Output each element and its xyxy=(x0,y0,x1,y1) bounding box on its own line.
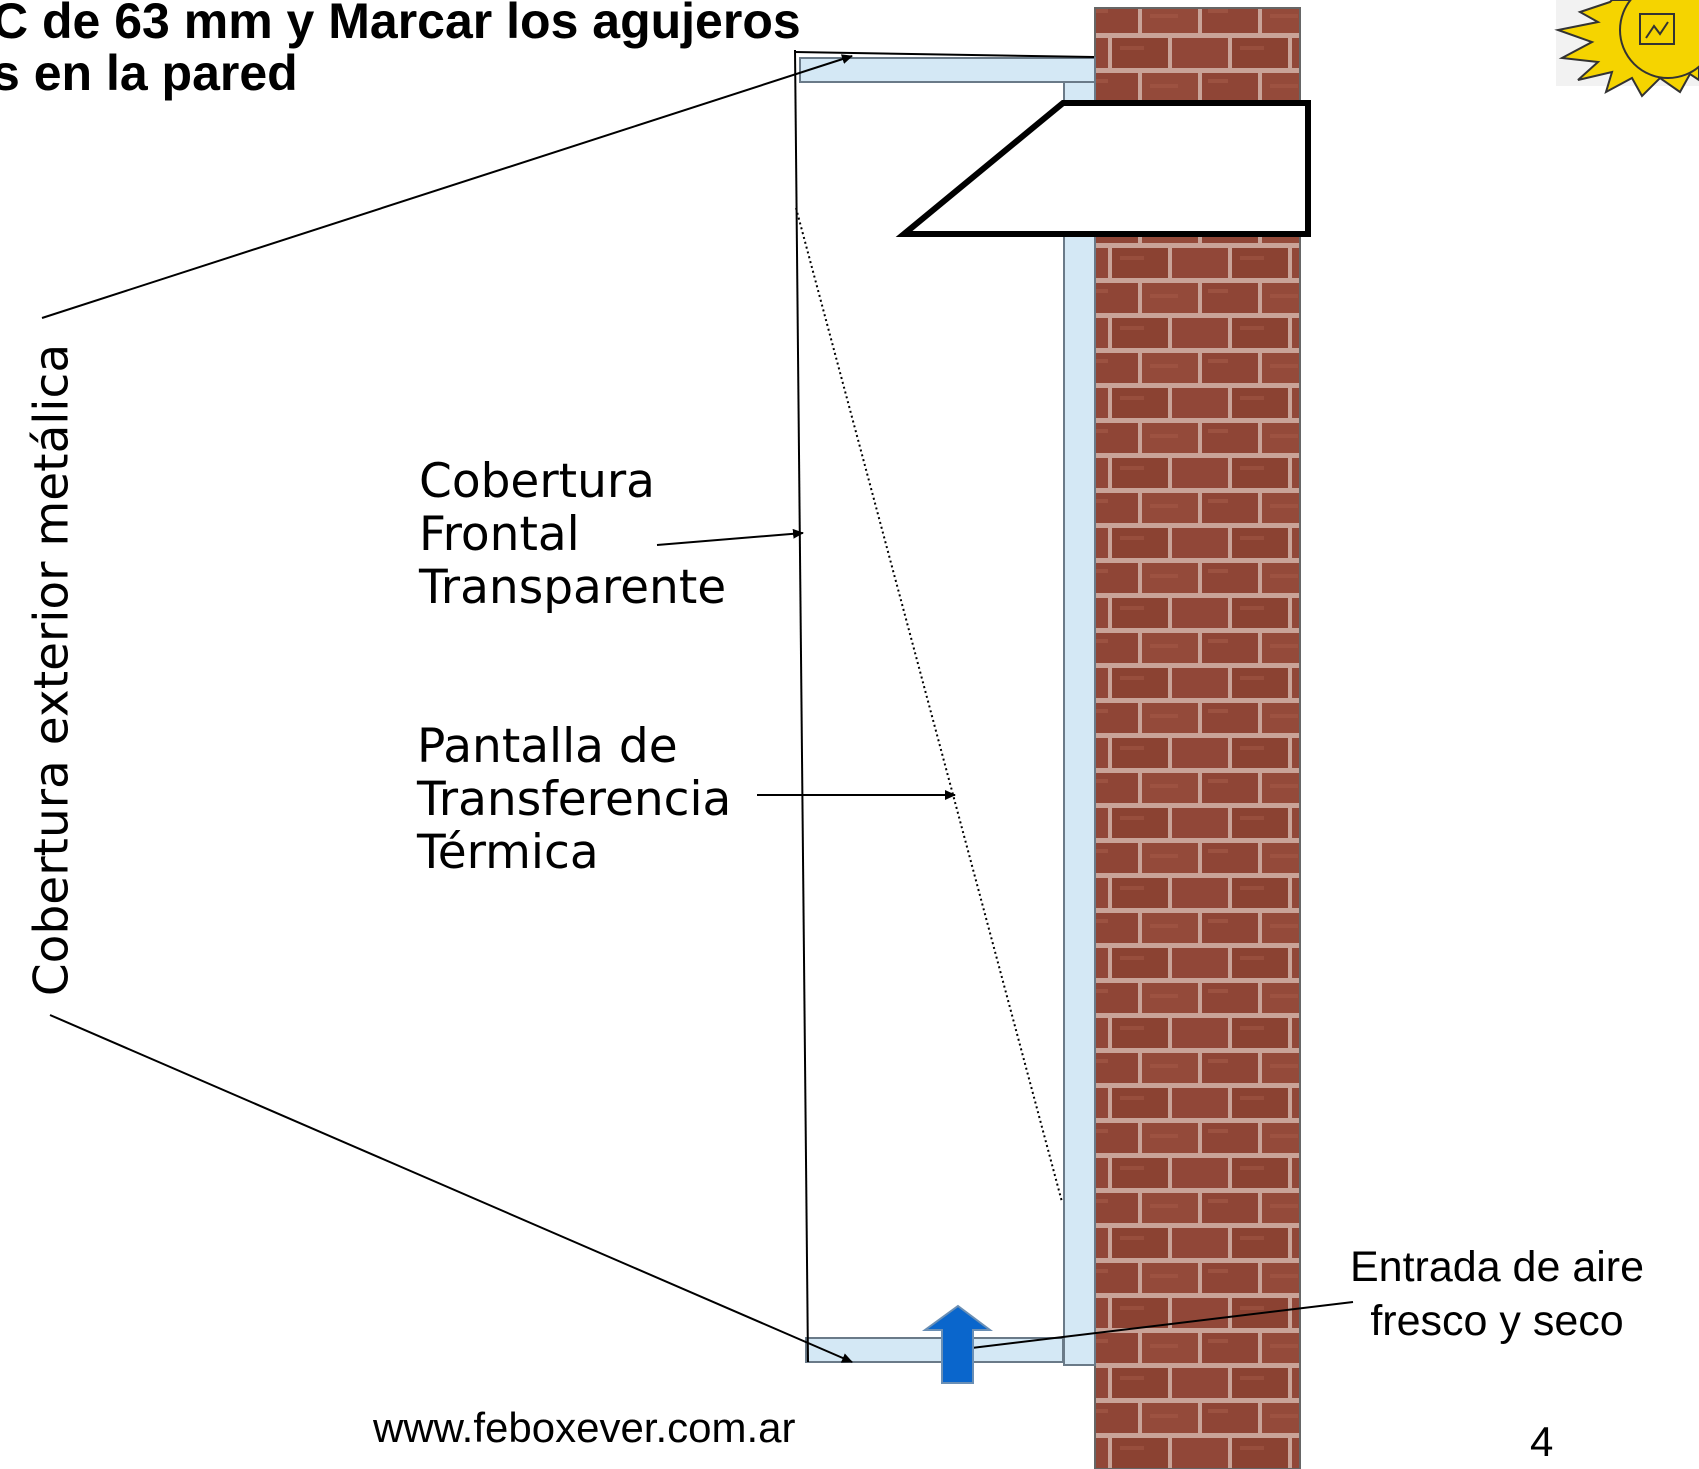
page-number: 4 xyxy=(1530,1418,1554,1465)
title-line-1: C de 63 mm y Marcar los agujeros xyxy=(0,0,801,49)
label-front-cover-line: Frontal xyxy=(419,507,580,562)
top-panel xyxy=(799,57,1096,83)
label-transfer-screen-line: Pantalla de xyxy=(417,719,678,774)
label-front-cover-line: Transparente xyxy=(419,560,727,615)
label-air-inlet-line: Entrada de aire xyxy=(1350,1243,1645,1291)
label-metal-cover: Cobertura exterior metálica xyxy=(24,343,80,997)
leader-air-inlet xyxy=(954,1301,1354,1354)
leader-front-cover xyxy=(656,528,804,546)
label-air-inlet: Entrada de aire fresco y seco xyxy=(1350,1240,1644,1348)
label-front-cover-line: Cobertura xyxy=(419,454,655,509)
leader-metal-bottom xyxy=(49,1014,853,1363)
up-arrow-icon xyxy=(921,1304,993,1384)
label-transfer-screen-line: Térmica xyxy=(417,825,599,880)
roof-overhang xyxy=(895,100,1311,237)
label-transfer-screen-line: Transferencia xyxy=(417,772,732,827)
label-air-inlet-line: fresco y seco xyxy=(1370,1297,1624,1345)
leader-metal-top xyxy=(41,54,853,319)
back-panel xyxy=(1063,61,1096,1366)
front-cover-line xyxy=(794,49,809,1363)
brick-wall xyxy=(1094,7,1301,1469)
sun-logo-icon xyxy=(1554,0,1699,98)
label-transfer-screen: Pantalla de Transferencia Térmica xyxy=(417,720,731,879)
transfer-screen-line xyxy=(795,207,1063,1203)
footer-url: www.feboxever.com.ar xyxy=(373,1404,796,1451)
title-line-2: s en la pared xyxy=(0,45,298,101)
label-front-cover: Cobertura Frontal Transparente xyxy=(419,455,726,614)
